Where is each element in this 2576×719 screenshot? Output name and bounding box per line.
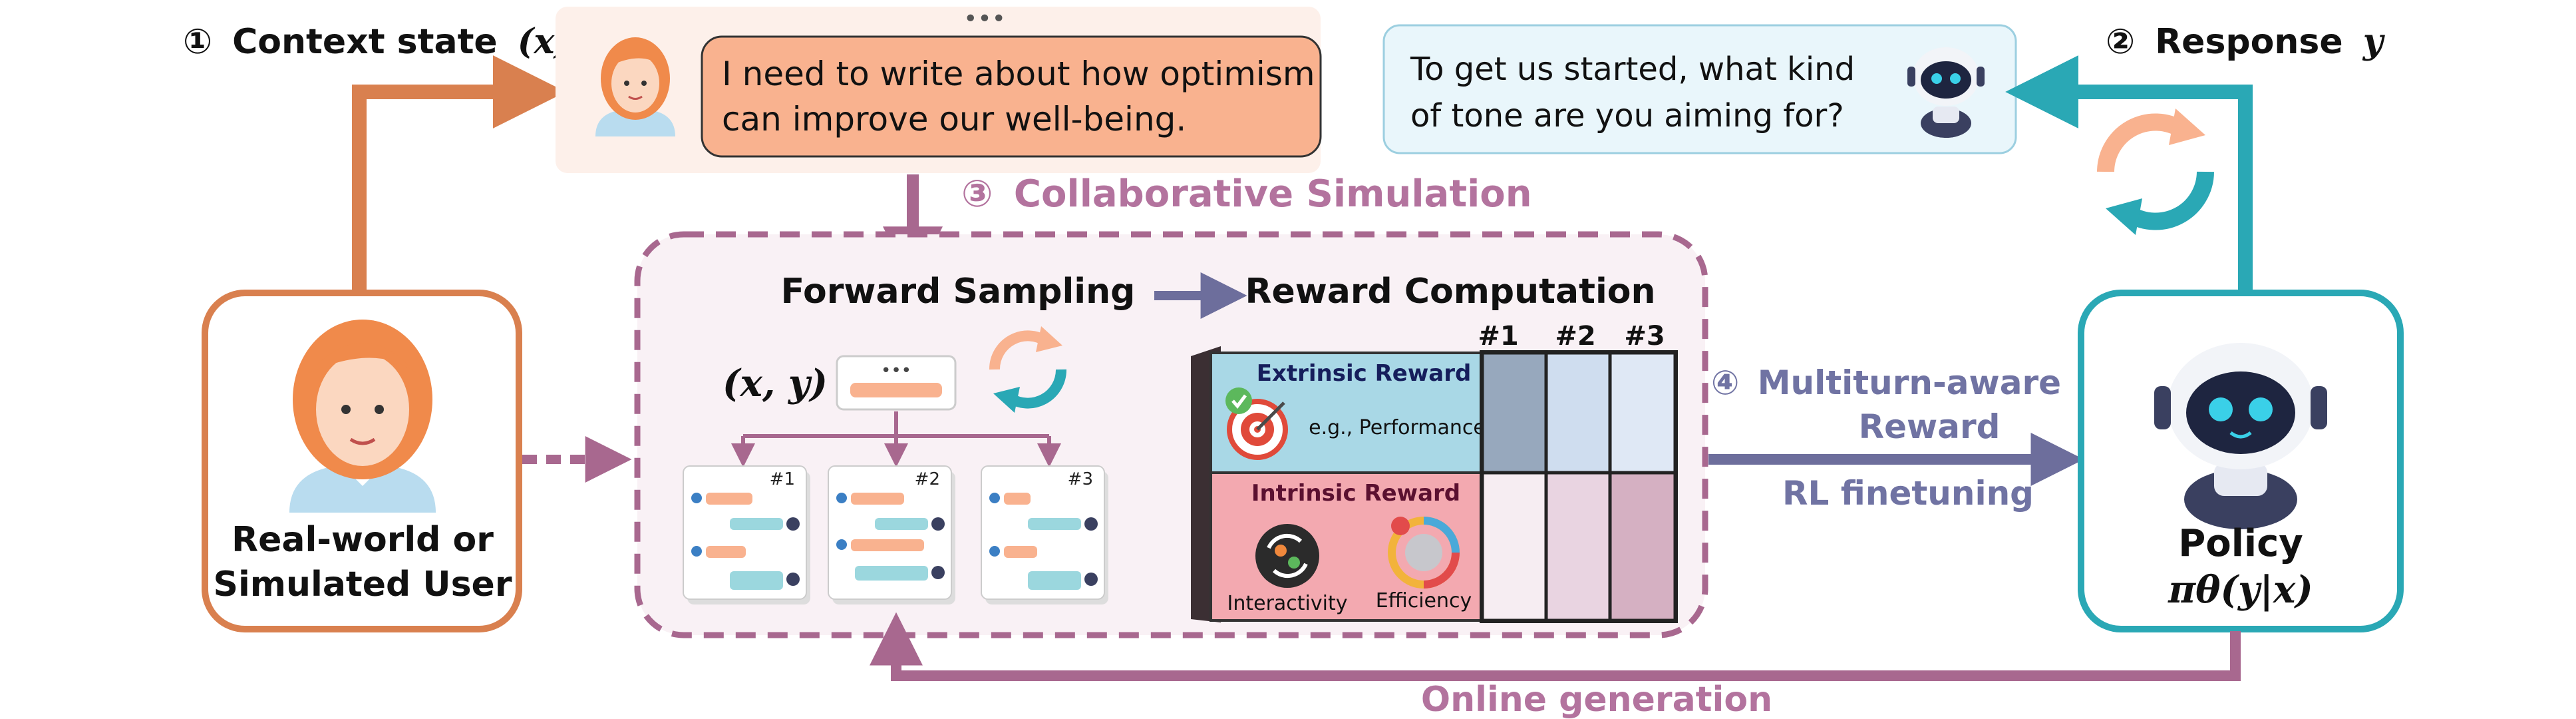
- collab-sim-label: ③ Collaborative Simulation: [961, 172, 1532, 216]
- user-avatar-icon: [595, 37, 675, 136]
- policy-formula: πθ(y|x): [2168, 568, 2313, 612]
- reward-column-1: #1: [1478, 321, 1518, 352]
- robot-message-line2: of tone are you aiming for?: [1410, 97, 1844, 134]
- xy-label: (x, y): [723, 361, 828, 405]
- xy-node-bar: [850, 383, 942, 397]
- xy-node-ellipsis: •••: [881, 361, 911, 381]
- robot-message-line1: To get us started, what kind: [1410, 51, 1855, 88]
- extrinsic-reward-example: e.g., Performance: [1309, 416, 1486, 439]
- grid-intrinsic-1: [1480, 471, 1548, 622]
- grid-extrinsic-3: [1608, 351, 1677, 475]
- online-generation-arrow: [870, 612, 2241, 681]
- multiturn-label-line2: Reward: [1859, 407, 2001, 446]
- interactivity-icon: [1255, 524, 1319, 588]
- user-speech-bubble: [701, 35, 1322, 158]
- grid-extrinsic-2: [1544, 351, 1612, 475]
- refresh-cycle-icon: [2097, 109, 2214, 235]
- sample-card-3: #3: [981, 465, 1108, 604]
- robot-avatar-icon: [1907, 47, 1985, 138]
- user-message-ellipsis: •••: [963, 5, 1006, 33]
- response-label: ② Response y: [2106, 21, 2386, 62]
- intrinsic-reward-title: Intrinsic Reward: [1251, 480, 1460, 507]
- reward-column-2: #2: [1555, 321, 1595, 352]
- context-arrow: [352, 55, 566, 293]
- reward-computation-title: Reward Computation: [1245, 272, 1655, 312]
- online-generation-label: Online generation: [1421, 680, 1772, 719]
- sample-card-1-label: #1: [770, 469, 795, 489]
- sample-card-2: #2: [828, 465, 955, 604]
- forward-sampling-title: Forward Sampling: [781, 272, 1136, 312]
- interactivity-label: Interactivity: [1227, 592, 1348, 615]
- user-message-line2: can improve our well-being.: [722, 100, 1186, 138]
- user-message-line1: I need to write about how optimism: [722, 55, 1315, 93]
- efficiency-icon: [1388, 517, 1460, 589]
- response-arrow: [2005, 55, 2253, 293]
- reward-column-3: #3: [1624, 321, 1665, 352]
- sample-card-2-label: #2: [915, 469, 940, 489]
- sample-card-3-label: #3: [1068, 469, 1093, 489]
- sample-card-1: #1: [683, 465, 810, 604]
- user-box-line2: Simulated User: [214, 565, 512, 604]
- policy-robot-icon: [2154, 343, 2327, 529]
- rl-finetuning-label: RL finetuning: [1782, 474, 2034, 513]
- grid-intrinsic-3: [1608, 471, 1677, 622]
- user-box-line1: Real-world or: [232, 520, 494, 560]
- context-state-label: ① Context state (x): [183, 21, 571, 62]
- policy-title: Policy: [2178, 522, 2303, 565]
- grid-intrinsic-2: [1544, 471, 1612, 622]
- user-large-icon: [289, 320, 436, 513]
- extrinsic-reward-title: Extrinsic Reward: [1257, 360, 1472, 387]
- check-icon: [1225, 387, 1252, 414]
- target-icon: [1227, 399, 1288, 460]
- efficiency-label: Efficiency: [1376, 589, 1472, 612]
- grid-extrinsic-1: [1480, 351, 1548, 475]
- multiturn-label-line1: ④ Multiturn-aware: [1711, 363, 2061, 402]
- sampling-refresh-icon: [989, 326, 1067, 413]
